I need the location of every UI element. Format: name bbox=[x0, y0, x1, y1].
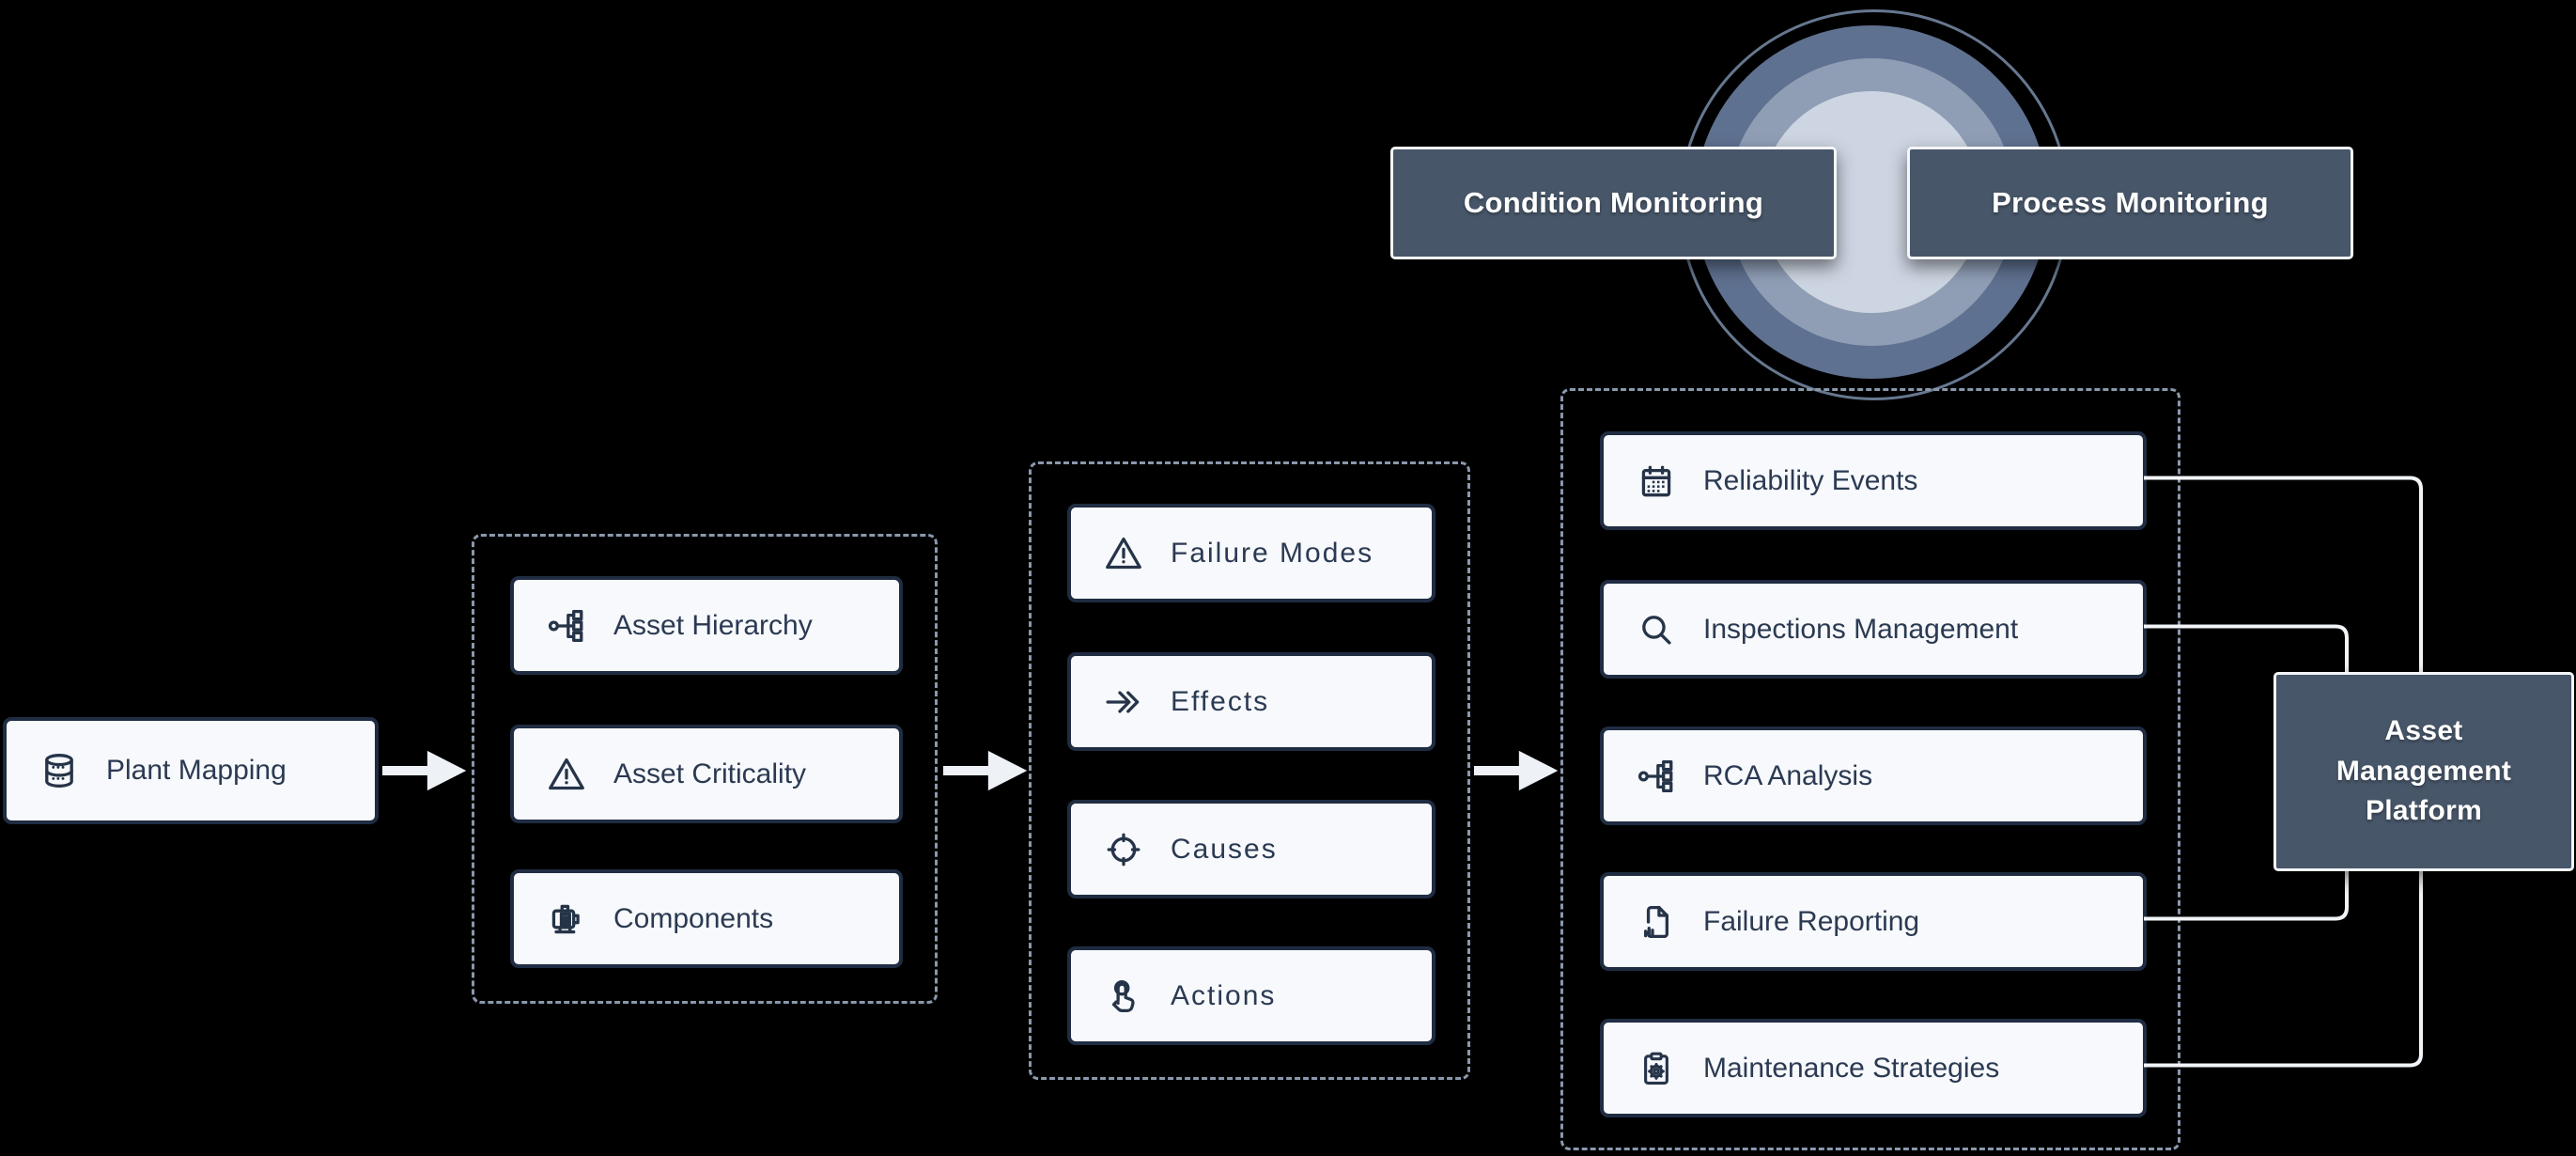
node-label: RCA Analysis bbox=[1703, 759, 1873, 791]
node-label: Reliability Events bbox=[1703, 464, 1918, 496]
node-label: Process Monitoring bbox=[1992, 186, 2269, 219]
node-condition-monitoring: Condition Monitoring bbox=[1390, 147, 1837, 259]
node-plant-mapping: Plant Mapping bbox=[3, 717, 379, 824]
node-label: Asset Hierarchy bbox=[613, 609, 813, 641]
report-icon bbox=[1636, 901, 1677, 943]
hierarchy-icon bbox=[1636, 756, 1677, 797]
node-reliability-events: Reliability Events bbox=[1600, 431, 2147, 530]
node-effects: Effects bbox=[1067, 652, 1435, 751]
node-label: Failure Reporting bbox=[1703, 905, 1920, 937]
node-label: Inspections Management bbox=[1703, 613, 2019, 645]
calendar-icon bbox=[1636, 461, 1677, 502]
node-label: Condition Monitoring bbox=[1463, 186, 1764, 219]
node-asset-criticality: Asset Criticality bbox=[510, 725, 903, 823]
node-inspections-management: Inspections Management bbox=[1600, 580, 2147, 679]
target-icon bbox=[1103, 829, 1144, 870]
clipboard-gear-icon bbox=[1636, 1048, 1677, 1089]
group-asset-structure: Asset Hierarchy Asset Criticality bbox=[472, 534, 938, 1004]
hierarchy-icon bbox=[546, 605, 587, 647]
group-reliability: Reliability Events Inspections Managemen… bbox=[1560, 388, 2180, 1150]
node-components: Components bbox=[510, 869, 903, 968]
node-label: Actions bbox=[1171, 979, 1277, 1011]
node-failure-reporting: Failure Reporting bbox=[1600, 872, 2147, 971]
node-rca-analysis: RCA Analysis bbox=[1600, 726, 2147, 825]
node-label: Components bbox=[613, 902, 774, 934]
tap-icon bbox=[1103, 976, 1144, 1017]
search-icon bbox=[1636, 609, 1677, 650]
node-asset-hierarchy: Asset Hierarchy bbox=[510, 576, 903, 675]
database-icon bbox=[39, 750, 80, 791]
node-causes: Causes bbox=[1067, 800, 1435, 898]
double-arrow-icon bbox=[1103, 681, 1144, 723]
motor-icon bbox=[546, 898, 587, 940]
group-fmea: Failure Modes Effects Causes bbox=[1029, 461, 1470, 1080]
node-label: Asset Management Platform bbox=[2335, 715, 2512, 827]
warning-icon bbox=[1103, 533, 1144, 574]
flow-arrow-icon bbox=[943, 750, 1028, 791]
flow-arrow-icon bbox=[1474, 750, 1559, 791]
node-label: Plant Mapping bbox=[106, 755, 287, 786]
flow-arrow-icon bbox=[382, 750, 467, 791]
node-failure-modes: Failure Modes bbox=[1067, 504, 1435, 602]
warning-icon bbox=[546, 754, 587, 795]
node-label: Asset Criticality bbox=[613, 758, 807, 789]
node-asset-management-platform: Asset Management Platform bbox=[2273, 672, 2574, 871]
node-label: Causes bbox=[1171, 833, 1278, 865]
node-label: Maintenance Strategies bbox=[1703, 1052, 2000, 1084]
node-maintenance-strategies: Maintenance Strategies bbox=[1600, 1019, 2147, 1117]
node-label: Failure Modes bbox=[1171, 537, 1374, 569]
node-actions: Actions bbox=[1067, 946, 1435, 1045]
node-label: Effects bbox=[1171, 685, 1270, 717]
node-process-monitoring: Process Monitoring bbox=[1907, 147, 2353, 259]
